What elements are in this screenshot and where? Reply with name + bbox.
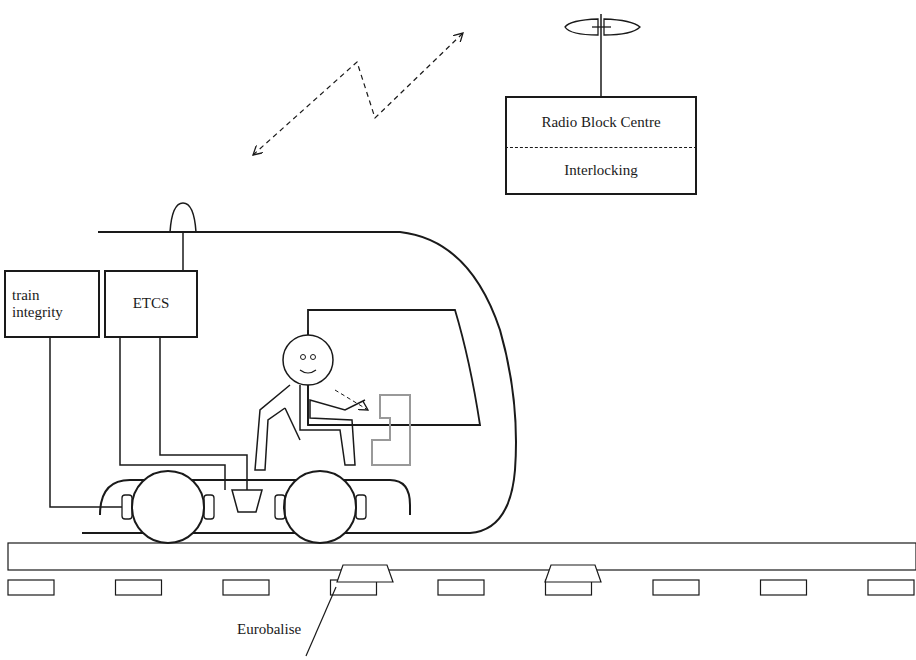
sleeper [223, 580, 269, 595]
sleeper [8, 580, 54, 595]
radio-link [253, 33, 463, 155]
sleeper [653, 580, 699, 595]
sleeper [116, 580, 162, 595]
sleeper [438, 580, 484, 595]
sleeper [761, 580, 807, 595]
node-label: ETCS [133, 295, 170, 312]
part-label: Eurobalise [237, 621, 301, 638]
interlocking-box: Interlocking [505, 147, 697, 195]
node-label: train integrity [12, 287, 92, 322]
node-label: Interlocking [564, 162, 637, 179]
node-label: Radio Block Centre [541, 114, 660, 131]
sleeper [868, 580, 914, 595]
train-integrity-box: train integrity [4, 270, 100, 338]
etcs-box: ETCS [104, 270, 198, 338]
rbc-box: Radio Block Centre [505, 96, 697, 148]
